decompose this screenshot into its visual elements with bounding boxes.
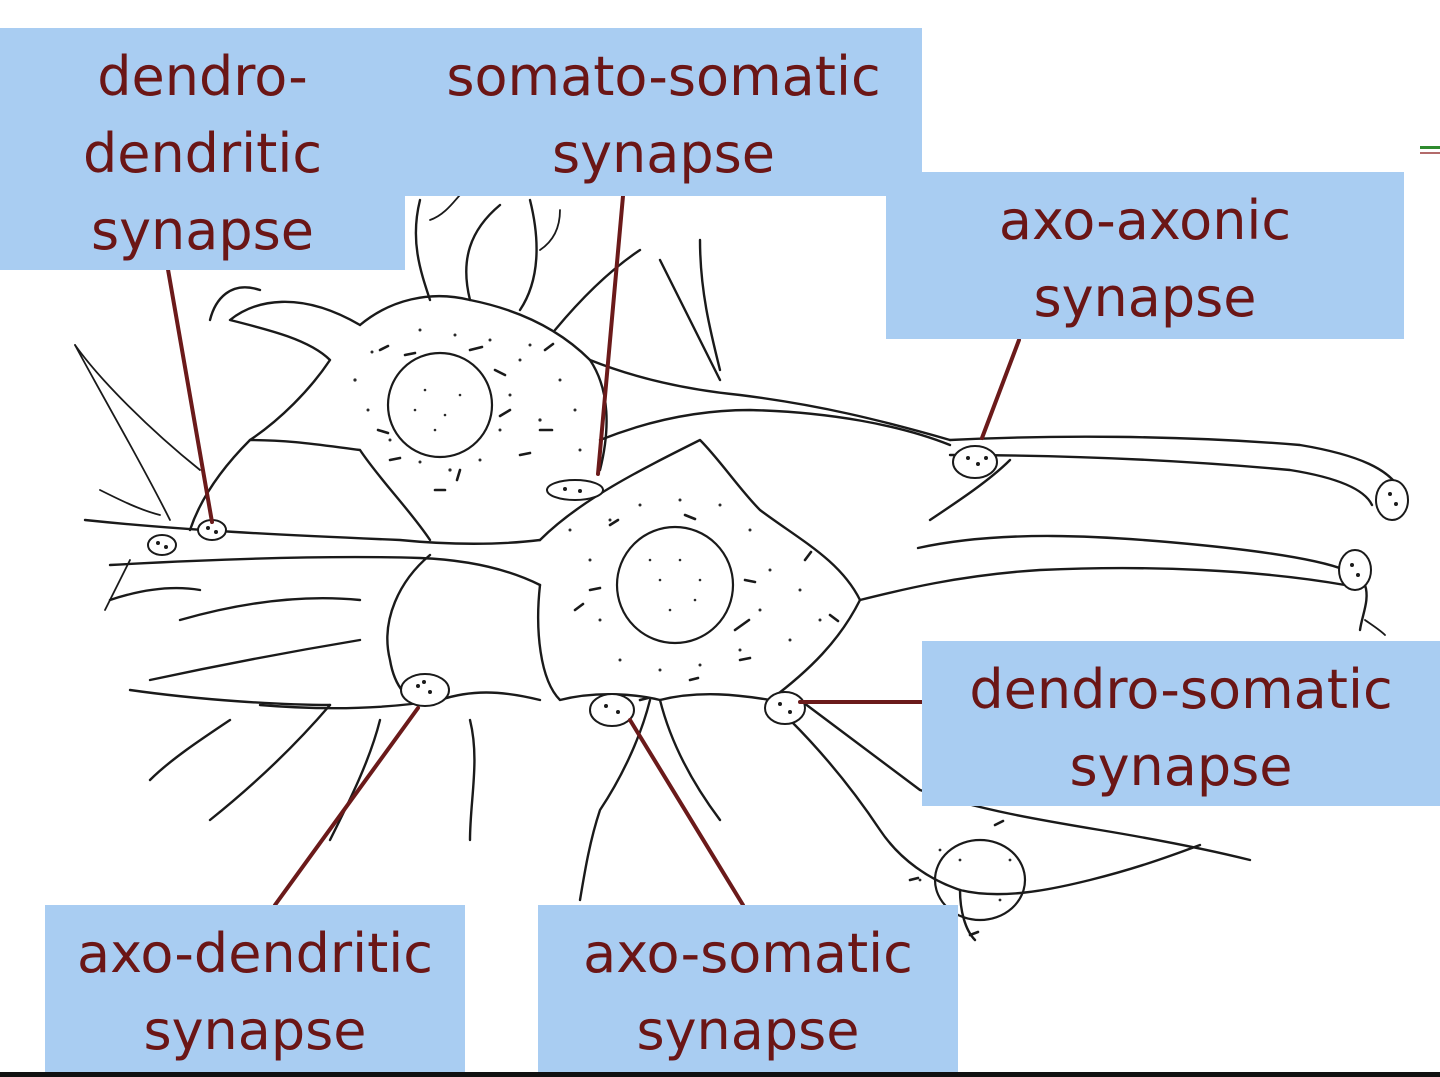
edge-mark <box>1420 146 1440 149</box>
label-line: dendro- <box>97 45 308 108</box>
central-nucleus <box>615 525 735 645</box>
label-line: synapse <box>1033 266 1257 329</box>
upper-nucleus <box>386 351 494 459</box>
label-line: axo-dendritic <box>77 922 433 985</box>
label-line: synapse <box>551 122 776 185</box>
edge-mark <box>1420 152 1440 154</box>
label-axo-somatic-synapse: axo-somatic synapse <box>538 905 958 1077</box>
label-dendro-somatic-synapse: dendro-somatic synapse <box>922 641 1440 806</box>
leader-somato-somatic <box>596 194 625 476</box>
cytoplasm-stipple <box>353 328 1012 902</box>
label-line: axo-axonic <box>998 189 1292 252</box>
label-dendro-dendritic-synapse: dendro- dendritic synapse <box>0 28 405 270</box>
leader-axo-dendritic <box>273 706 420 907</box>
leader-axo-axonic <box>980 338 1021 440</box>
label-line: synapse <box>143 999 367 1062</box>
label-line: synapse <box>636 999 860 1062</box>
leader-lines <box>164 194 1021 907</box>
upper-neuron <box>188 194 952 542</box>
label-line: axo-somatic <box>583 922 913 985</box>
vesicle-dots <box>156 456 1398 714</box>
label-line: synapse <box>90 199 315 262</box>
label-line: synapse <box>1069 735 1293 798</box>
upper-axon <box>916 435 1402 572</box>
label-line: somato-somatic <box>446 45 881 108</box>
label-line: dendritic <box>82 122 323 185</box>
leader-axo-somatic <box>628 718 745 907</box>
lower-right-neuron <box>788 583 1386 942</box>
label-axo-axonic-synapse: axo-axonic synapse <box>886 172 1404 339</box>
organelles <box>376 342 1005 937</box>
label-somato-somatic-synapse: somato-somatic synapse <box>405 28 922 196</box>
label-line: dendro-somatic <box>969 658 1393 721</box>
label-axo-dendritic-synapse: axo-dendritic synapse <box>45 905 465 1077</box>
bottom-border <box>0 1072 1440 1077</box>
synaptic-boutons <box>147 445 1409 727</box>
leader-dendro-dendritic <box>164 256 214 524</box>
